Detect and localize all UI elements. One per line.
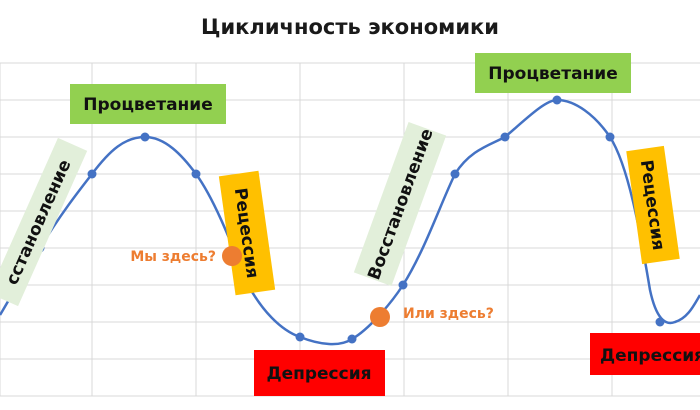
phase-recovery-left: сстановление bbox=[0, 137, 88, 307]
curve-point bbox=[295, 332, 305, 342]
curve-points bbox=[35, 95, 665, 344]
curve-point bbox=[500, 132, 510, 142]
curve-point bbox=[140, 132, 150, 142]
phase-prosperity-2: Процветание bbox=[475, 53, 631, 93]
curve-point bbox=[398, 280, 408, 290]
curve-point bbox=[87, 169, 97, 179]
phase-prosperity-1-label: Процветание bbox=[83, 95, 212, 115]
phase-depression-2-label: Депрессия bbox=[600, 346, 700, 366]
phase-prosperity-1: Процветание bbox=[70, 84, 226, 124]
phase-depression-2: Депрессия bbox=[590, 333, 700, 375]
curve-point bbox=[450, 169, 460, 179]
phase-recovery-left-label: сстановление bbox=[2, 157, 75, 288]
phase-depression-1: Депрессия bbox=[254, 350, 385, 396]
curve-point bbox=[605, 132, 615, 142]
curve-point bbox=[347, 334, 357, 344]
phase-recovery-2: Восстановление bbox=[353, 121, 447, 287]
curve-point bbox=[655, 317, 665, 327]
marker-here-1-label: Мы здесь? bbox=[130, 249, 216, 265]
curve-point bbox=[191, 169, 201, 179]
phase-depression-1-label: Депрессия bbox=[266, 364, 371, 384]
marker-dot-2 bbox=[370, 307, 390, 327]
curve-point bbox=[552, 95, 562, 105]
marker-here-1: Мы здесь? bbox=[130, 246, 242, 266]
marker-dot-1 bbox=[222, 246, 242, 266]
phase-prosperity-2-label: Процветание bbox=[488, 64, 617, 84]
diagram-title: Цикличность экономики bbox=[200, 15, 500, 39]
phase-recession-2: Рецессия bbox=[626, 145, 680, 265]
marker-here-2-label: Или здесь? bbox=[403, 306, 494, 322]
marker-here-2: Или здесь? bbox=[370, 306, 494, 327]
phase-recession-1: Рецессия bbox=[218, 170, 276, 296]
